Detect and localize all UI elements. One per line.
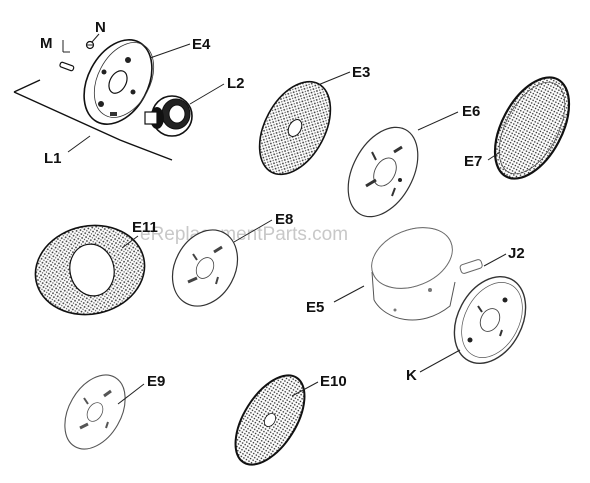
part-e5-cylinder	[370, 227, 460, 321]
label-e7: E7	[464, 153, 482, 170]
label-l2: L2	[227, 75, 245, 92]
label-m: M	[40, 35, 53, 52]
part-e11-ring	[34, 224, 146, 316]
part-e10-disc	[234, 374, 306, 466]
part-m-pin	[59, 61, 75, 72]
part-e9-plate	[64, 374, 126, 450]
label-e11: E11	[132, 219, 158, 236]
label-n: N	[95, 19, 106, 36]
part-j2-key	[459, 259, 483, 274]
watermark-text: eReplacementParts.com	[140, 224, 348, 245]
label-e5: E5	[306, 299, 324, 316]
label-k: K	[406, 367, 417, 384]
part-e6-plate	[347, 126, 419, 218]
part-l2-bearing	[144, 95, 193, 137]
label-e4: E4	[192, 36, 211, 53]
part-e4-plate	[83, 39, 155, 125]
part-e3-disc	[258, 80, 332, 176]
label-e6: E6	[462, 103, 480, 120]
label-l1: L1	[44, 150, 62, 167]
label-j2: J2	[508, 245, 525, 262]
part-e7-disc	[493, 76, 571, 180]
part-n-screw	[85, 40, 95, 50]
label-e10: E10	[320, 373, 347, 390]
part-e8-plate	[171, 229, 239, 307]
label-e3: E3	[352, 64, 370, 81]
label-e8: E8	[275, 211, 293, 228]
l1-bracket-top	[13, 79, 41, 93]
part-k-plate	[453, 275, 527, 365]
l1-bracket-bottom	[13, 91, 173, 161]
label-e9: E9	[147, 373, 165, 390]
assembly-l1	[13, 39, 193, 161]
